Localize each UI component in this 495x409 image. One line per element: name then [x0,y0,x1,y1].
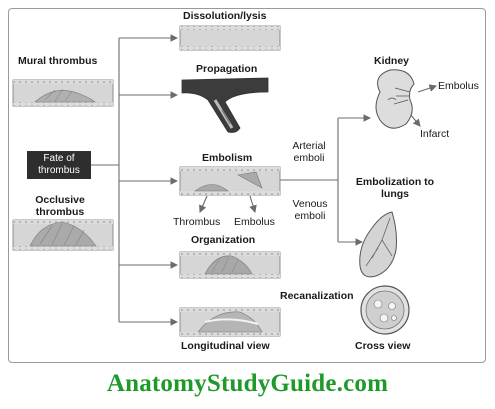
recanalization-label: Recanalization [280,290,354,302]
occlusive-thrombus-vessel [12,219,114,251]
dissolution-label: Dissolution/lysis [183,10,267,22]
infarct-label: Infarct [420,128,450,140]
embolization-to-lungs-label: Embolization to lungs [347,176,443,200]
organization-vessel [179,251,281,279]
occlusive-line1: Occlusive [35,194,85,206]
cross-view-label: Cross view [355,340,411,352]
watermark-footer: AnatomyStudyGuide.com [106,370,389,397]
venous-line2: emboli [294,210,326,222]
arterial-line2: emboli [293,152,325,164]
connector-lines [91,34,438,326]
lung-illustration [359,211,397,278]
occlusive-thrombus-label: Occlusive thrombus [30,194,90,218]
mural-thrombus-label: Mural thrombus [18,55,98,67]
embolization-line1: Embolization to [355,176,435,188]
propagation-label: Propagation [196,63,258,75]
occlusive-line2: thrombus [35,206,85,218]
fate-of-thrombus-box: Fate of thrombus [27,151,91,179]
venous-emboli-label: Venous emboli [285,198,335,222]
mural-thrombus-vessel [12,79,114,107]
fate-line1: Fate of [43,153,75,164]
propagation-vessel [181,77,269,133]
embolization-line2: lungs [381,188,409,200]
thrombus-label: Thrombus [173,216,221,228]
venous-line1: Venous [292,198,328,210]
cross-view-illustration [360,285,410,335]
fate-line2: thrombus [38,165,80,176]
longitudinal-view-label: Longitudinal view [181,340,270,352]
embolism-vessel [179,166,281,196]
organization-label: Organization [191,234,256,246]
arterial-emboli-label: Arterial emboli [283,140,335,164]
arterial-line1: Arterial [292,140,326,152]
embolus-label: Embolus [234,216,275,228]
embolism-label: Embolism [202,152,253,164]
kidney-label: Kidney [374,55,410,67]
kidney-embolus-label: Embolus [438,80,479,92]
dissolution-vessel [179,25,281,51]
longitudinal-vessel [179,307,281,337]
kidney-illustration [375,69,415,129]
